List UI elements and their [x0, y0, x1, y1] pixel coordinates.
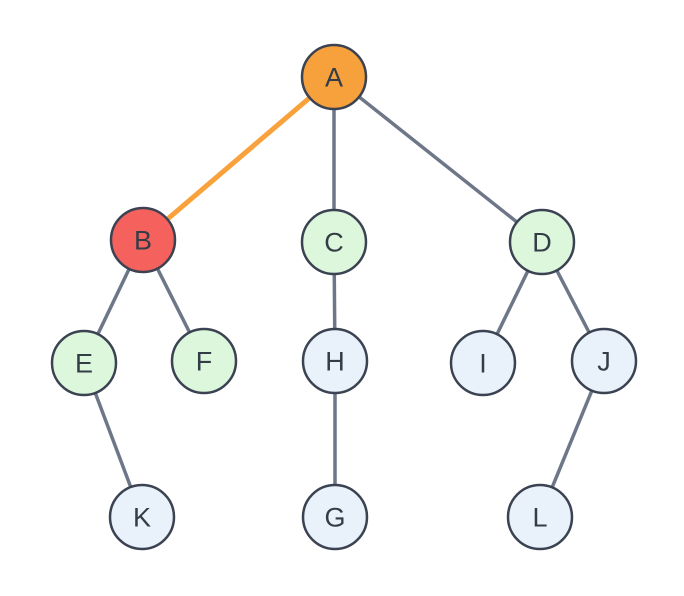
- tree-node-H: H: [301, 327, 369, 395]
- node-circle-A: [300, 43, 368, 111]
- node-circle-D: [508, 208, 576, 276]
- tree-node-I: I: [449, 329, 517, 397]
- node-circle-C: [300, 208, 368, 276]
- node-circle-B: [109, 206, 177, 274]
- tree-node-K: K: [108, 483, 176, 551]
- tree-node-E: E: [50, 329, 118, 397]
- tree-node-G: G: [301, 483, 369, 551]
- node-circle-H: [301, 327, 369, 395]
- tree-node-J: J: [570, 327, 638, 395]
- tree-node-F: F: [170, 327, 238, 395]
- node-circle-F: [170, 327, 238, 395]
- tree-node-A: A: [300, 43, 368, 111]
- node-circle-K: [108, 483, 176, 551]
- tree-node-D: D: [508, 208, 576, 276]
- edge-A-B-highlighted: [140, 74, 337, 243]
- tree-node-B: B: [109, 206, 177, 274]
- node-circle-J: [570, 327, 638, 395]
- tree-node-L: L: [506, 483, 574, 551]
- node-circle-L: [506, 483, 574, 551]
- edges-layer: [82, 74, 606, 519]
- node-circle-G: [301, 483, 369, 551]
- tree-node-C: C: [300, 208, 368, 276]
- node-circle-I: [449, 329, 517, 397]
- edge-A-D: [332, 75, 544, 244]
- node-circle-E: [50, 329, 118, 397]
